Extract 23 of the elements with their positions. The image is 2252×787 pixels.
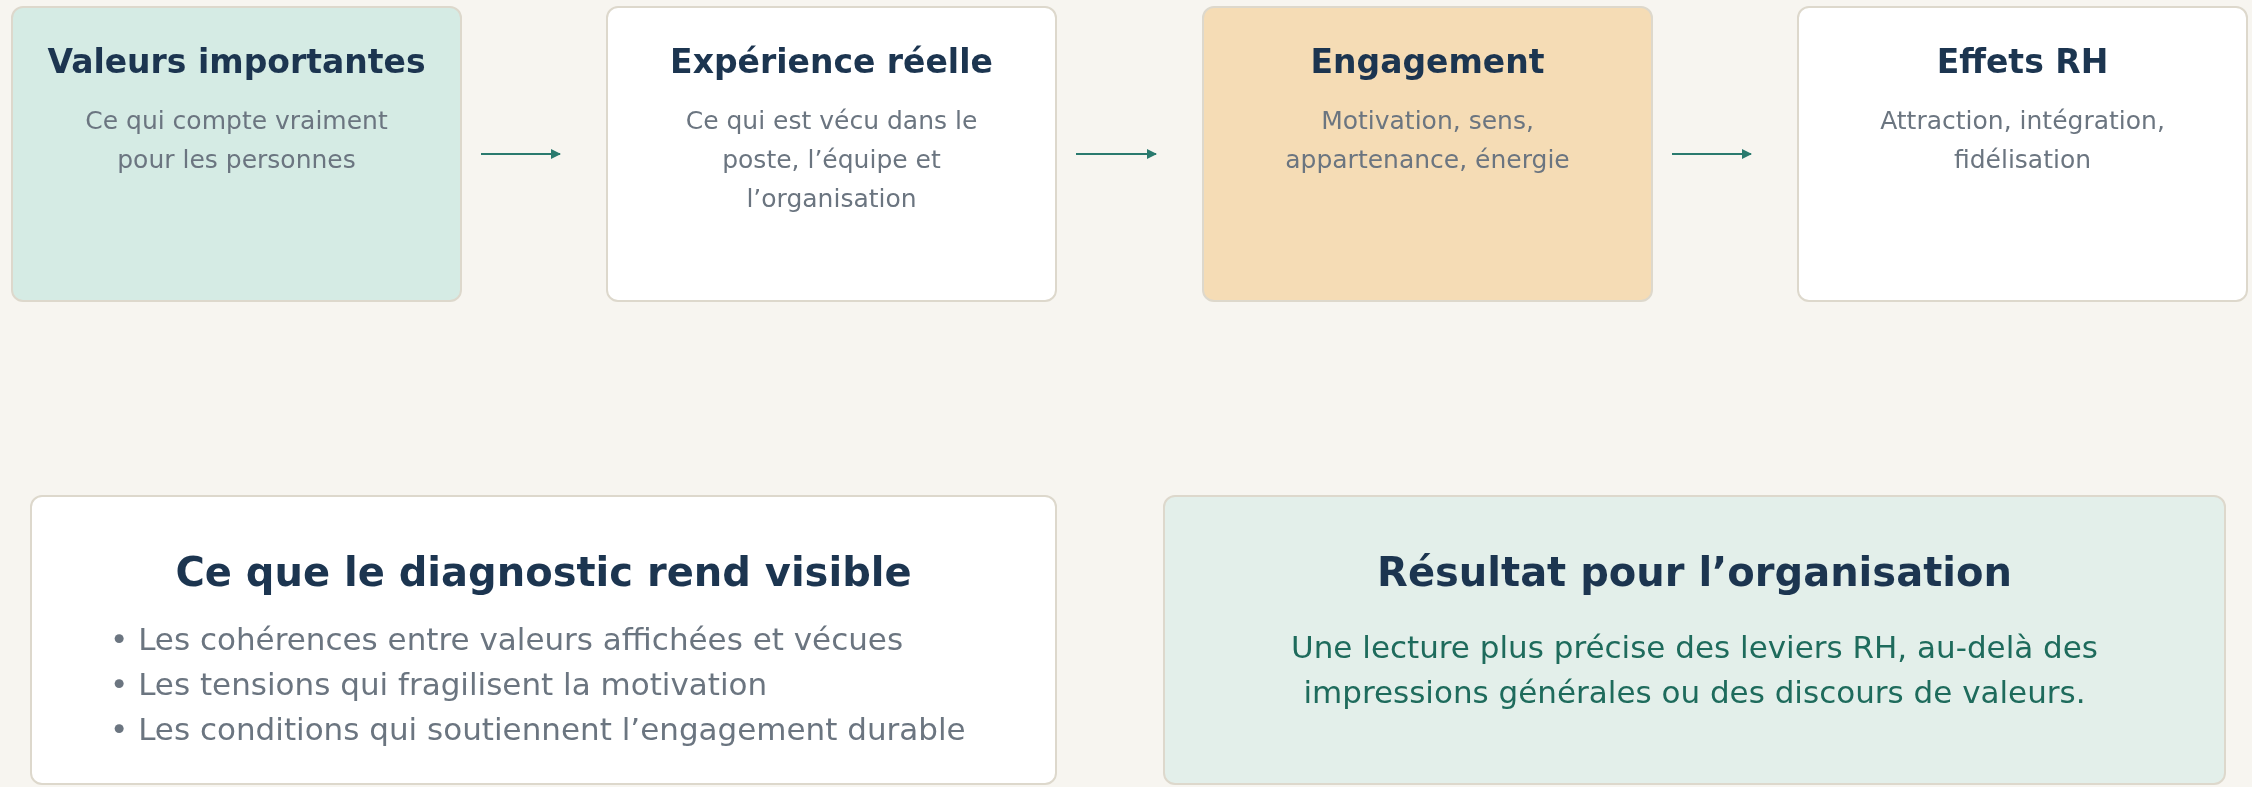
step-box xyxy=(1202,6,1653,302)
box-description: Motivation, sens, appartenance, énergie xyxy=(1284,105,1571,176)
box-description: Ce qui compte vraiment pour les personnes xyxy=(84,105,389,176)
box-description: Attraction, intégration, fidélisation xyxy=(1879,105,2166,176)
arrow xyxy=(1671,149,1752,159)
step-box xyxy=(11,6,462,302)
bullet-item: • Les tensions qui fragilisent la motivation xyxy=(110,665,769,704)
summary-text: Une lecture plus précise des leviers RH, au-delà des impressions générales ou des discours de valeurs. xyxy=(1290,628,2099,712)
step-box xyxy=(1797,6,2248,302)
box-heading: Ce que le diagnostic rend visible xyxy=(174,549,913,595)
box-heading: Engagement xyxy=(1309,42,1546,81)
arrow xyxy=(480,149,561,159)
info-panel xyxy=(30,495,1057,785)
box-heading: Résultat pour l’organisation xyxy=(1376,549,2013,595)
step-box xyxy=(606,6,1057,302)
bullet-item: • Les conditions qui soutiennent l’engagement durable xyxy=(110,710,967,749)
box-heading: Expérience réelle xyxy=(669,42,994,81)
box-description: Ce qui est vécu dans le poste, l’équipe et l’organisation xyxy=(684,105,979,215)
bullet-item: • Les cohérences entre valeurs affichées et vécues xyxy=(110,620,905,659)
arrow xyxy=(1075,149,1157,159)
box-heading: Effets RH xyxy=(1935,42,2110,81)
info-panel xyxy=(1163,495,2226,785)
box-heading: Valeurs importantes xyxy=(46,42,427,81)
